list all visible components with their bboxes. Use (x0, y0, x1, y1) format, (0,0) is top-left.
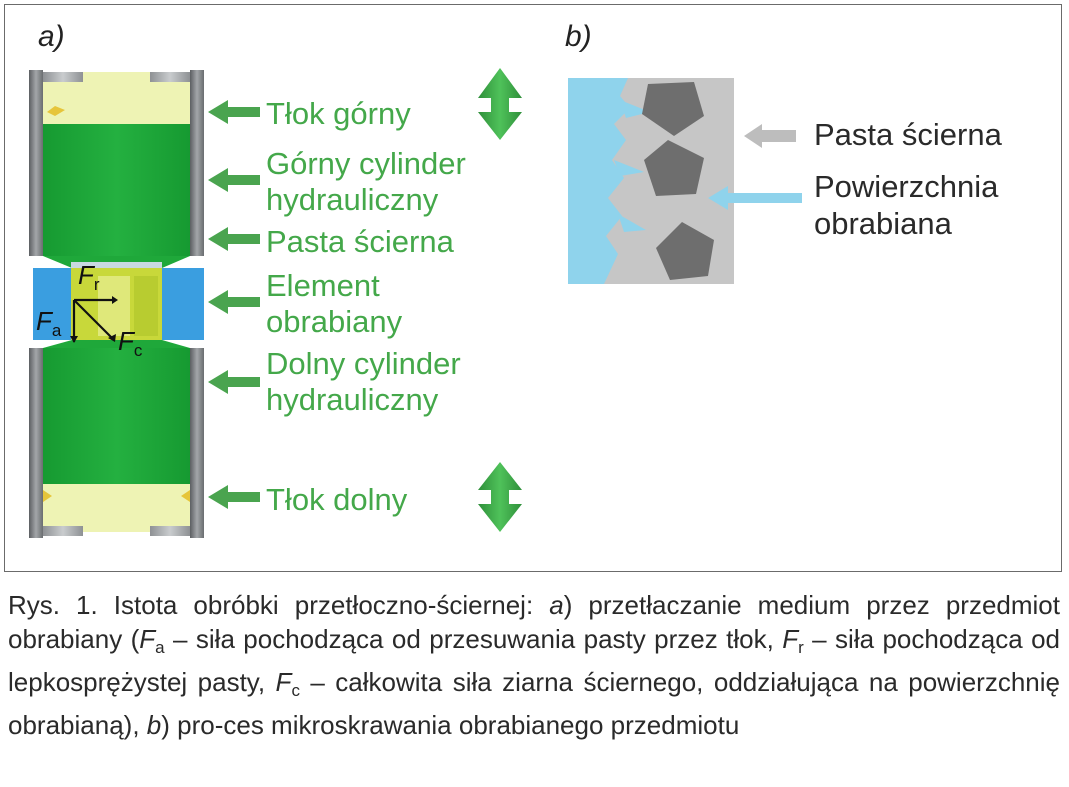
panel-a-letter: a) (38, 20, 65, 53)
arrow-pasta-b (744, 124, 796, 148)
arrow-element (208, 290, 260, 314)
lower-piston (43, 484, 190, 532)
upper-left-wall (29, 70, 43, 256)
force-vectors (72, 298, 113, 342)
machine-assembly (29, 70, 204, 538)
figure-caption: Rys. 1. Istota obróbki przetłoczno-ścier… (8, 590, 1060, 740)
workpiece-left (33, 268, 71, 340)
label-pasta-scierna-b: Pasta ścierna (814, 117, 1002, 152)
force-fa-label: Fa (36, 306, 62, 340)
upper-right-wall (190, 70, 204, 256)
upper-cylinder (43, 124, 190, 256)
workpiece-surface (568, 78, 630, 284)
arrow-powierzchnia (708, 186, 802, 210)
label-pasta-scierna: Pasta ścierna (266, 224, 454, 259)
lower-motion-arrow (478, 462, 522, 532)
panel-b-letter: b) (565, 20, 592, 53)
label-arrows (208, 100, 260, 509)
abrasive-grain-3 (656, 222, 714, 280)
lower-left-wall (29, 348, 43, 538)
label-tlok-gorny: Tłok górny (266, 96, 411, 131)
arrow-tlok-gorny (208, 100, 260, 124)
arrow-tlok-dolny (208, 485, 260, 509)
micro-cutting-diagram (568, 78, 802, 284)
upper-motion-arrow (478, 68, 522, 140)
force-fr-label: Fr (78, 260, 100, 294)
lower-cylinder (43, 348, 190, 484)
label-tlok-dolny: Tłok dolny (266, 482, 408, 517)
abrasive-grain-2 (644, 140, 704, 196)
lower-right-wall (190, 348, 204, 538)
workpiece-right (162, 268, 204, 340)
abrasive-grain-1 (642, 82, 704, 136)
arrow-dolny-cylinder (208, 370, 260, 394)
motion-arrows (478, 68, 522, 532)
arrow-pasta (208, 227, 260, 251)
arrow-gorny-cylinder (208, 168, 260, 192)
force-fc-label: Fc (118, 326, 143, 360)
